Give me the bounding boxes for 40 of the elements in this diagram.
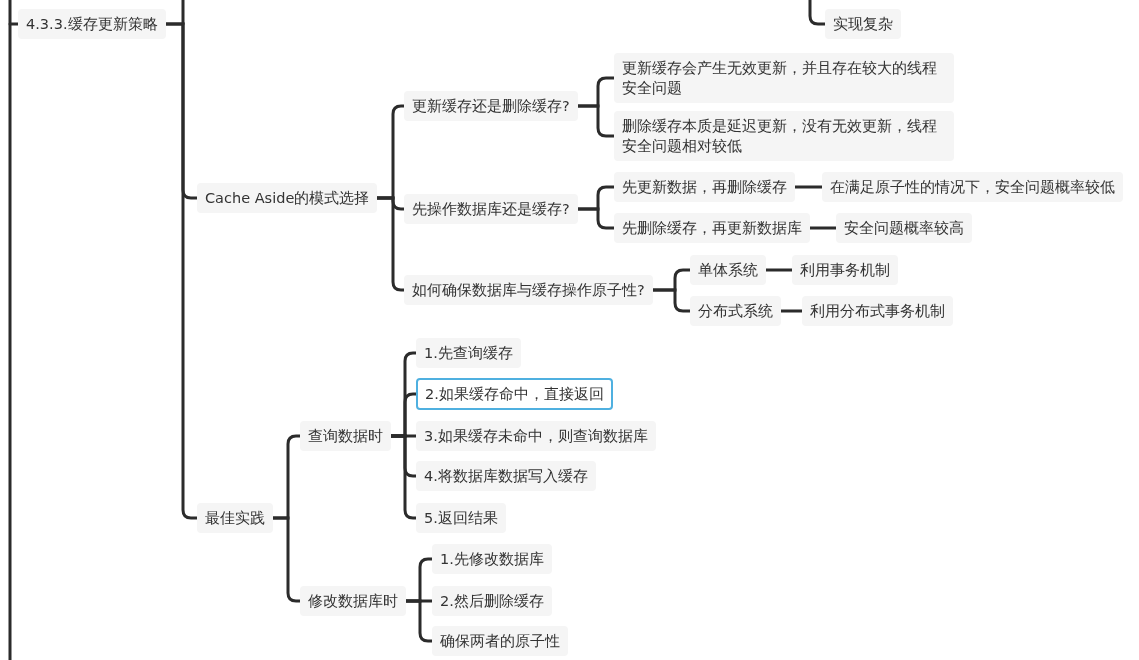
topic-box: 先删除缓存，再更新数据库: [614, 213, 810, 243]
topic-box: 4.3.3.缓存更新策略: [18, 9, 166, 39]
selected-topic-box: 2.如果缓存命中，直接返回: [416, 378, 613, 410]
topic-box: 最佳实践: [197, 503, 273, 533]
topic-box: 1.先修改数据库: [432, 544, 552, 574]
connector-line: [793, 185, 824, 189]
topic-box: 删除缓存本质是延迟更新，没有无效更新，线程安全问题相对较低: [614, 111, 954, 161]
connector-line: [779, 309, 804, 313]
topic-box: 先更新数据，再删除缓存: [614, 172, 795, 202]
topic-box: 5.返回结果: [416, 503, 506, 533]
topic-box: 分布式系统: [690, 296, 781, 326]
connector-line: [808, 226, 838, 230]
topic-box: 实现复杂: [825, 9, 901, 39]
topic-box: 利用事务机制: [792, 255, 898, 285]
topic-box: 利用分布式事务机制: [802, 296, 953, 326]
topic-box: 查询数据时: [300, 421, 391, 451]
topic-box: 1.先查询缓存: [416, 338, 521, 368]
topic-box: 2.然后删除缓存: [432, 586, 552, 616]
connector-line: [576, 207, 616, 230]
connector-line: [271, 516, 302, 603]
connector-line: [404, 599, 434, 643]
topic-box: 更新缓存会产生无效更新，并且存在较大的线程安全问题: [614, 53, 954, 103]
topic-box: 修改数据库时: [300, 586, 406, 616]
topic-box: 更新缓存还是删除缓存?: [404, 91, 578, 121]
topic-box: 在满足原子性的情况下，安全问题概率较低: [822, 172, 1123, 202]
topic-box: 如何确保数据库与缓存操作原子性?: [404, 275, 653, 305]
connector-line: [8, 22, 20, 26]
topic-box: 安全问题概率较高: [836, 213, 972, 243]
topic-box: 确保两者的原子性: [432, 626, 568, 656]
connector-line: [651, 288, 692, 313]
topic-box: 单体系统: [690, 255, 766, 285]
topic-box: 先操作数据库还是缓存?: [404, 194, 578, 224]
connector-line: [164, 22, 199, 520]
connector-line: [808, 0, 827, 26]
connector-line: [764, 268, 794, 272]
topic-box: Cache Aside的模式选择: [197, 183, 378, 213]
topic-box: 3.如果缓存未命中，则查询数据库: [416, 421, 656, 451]
connector-line: [576, 104, 616, 138]
connector-line: [389, 434, 418, 520]
topic-box: 4.将数据库数据写入缓存: [416, 461, 596, 491]
